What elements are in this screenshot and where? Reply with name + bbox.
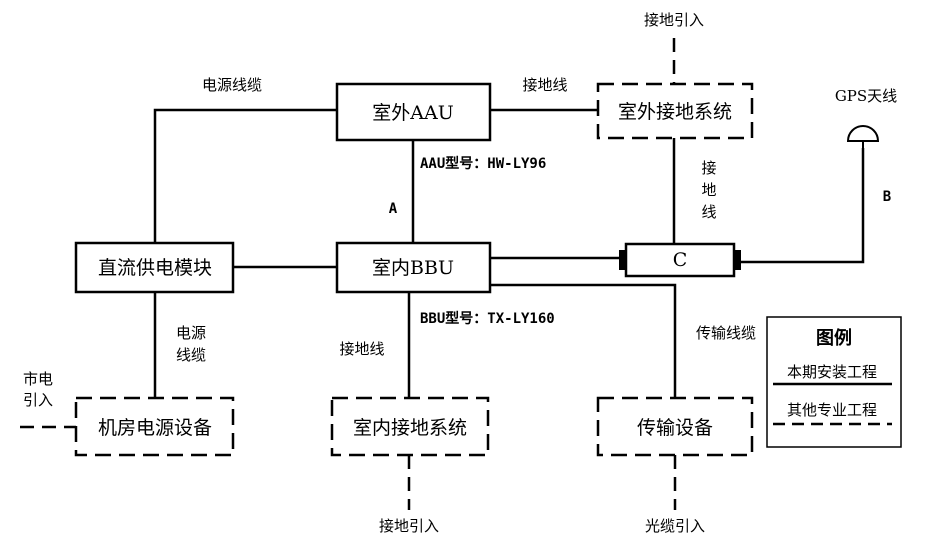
label-transmission-cable: 传输线缆: [696, 324, 756, 342]
box-transmission: [596, 396, 754, 457]
legend-solid-label: 本期安装工程: [787, 363, 877, 381]
box-aau: [335, 82, 492, 142]
label-ground-wire-mid: 接地线: [339, 340, 384, 358]
connector-caps: [619, 250, 741, 270]
box-room-power-label: 机房电源设备: [98, 417, 212, 439]
box-dc-power: [74, 241, 235, 294]
label-mains-in-2: 引入: [23, 391, 53, 409]
legend-title: 图例: [816, 327, 852, 349]
label-gps-antenna: GPS天线: [835, 87, 897, 105]
label-ground-in-bottom: 接地引入: [379, 517, 439, 535]
label-mains-in-1: 市电: [23, 370, 53, 388]
external-lines: [20, 38, 677, 510]
box-bbu-label: 室内BBU: [372, 257, 454, 279]
box-c-label: C: [673, 249, 688, 271]
legend-dashed-label: 其他专业工程: [787, 401, 877, 419]
box-indoor-ground: [330, 396, 490, 457]
dashed-boxes: [74, 82, 754, 457]
line-c-gps: [740, 148, 865, 264]
solid-boxes: [74, 82, 736, 294]
label-link-a: A: [389, 201, 398, 217]
line-bbu-transmission: [490, 283, 677, 398]
label-power-cable-mid-2: 线缆: [176, 346, 206, 364]
connector-cap-right: [733, 250, 741, 270]
box-aau-label: 室外AAU: [372, 102, 453, 124]
box-labels: 室外AAU 室外接地系统 直流供电模块 室内BBU C 机房电源设备 室内接地系…: [98, 101, 732, 439]
label-ground-wire-v3: 线: [701, 203, 716, 221]
label-bbu-model: BBU型号：TX-LY160: [420, 310, 555, 327]
label-ground-wire-v1: 接: [701, 159, 716, 177]
label-link-b: B: [883, 189, 891, 205]
connector-cap-left: [619, 250, 627, 270]
line-labels: 接地引入 电源线缆 接地线 GPS天线 AAU型号：HW-LY96 A 接 地 …: [23, 11, 897, 535]
label-power-cable-top: 电源线缆: [202, 76, 262, 94]
box-dc-power-label: 直流供电模块: [98, 257, 212, 279]
box-room-power: [74, 396, 235, 457]
legend: 图例 本期安装工程 其他专业工程: [766, 316, 902, 448]
label-ground-wire-top: 接地线: [522, 76, 567, 94]
label-aau-model: AAU型号：HW-LY96: [420, 155, 546, 172]
label-power-cable-mid-1: 电源: [176, 324, 206, 342]
label-ground-in-top: 接地引入: [644, 11, 704, 29]
box-bbu: [335, 241, 492, 294]
line-aau-dc-power: [153, 108, 337, 243]
label-ground-wire-v2: 地: [701, 181, 716, 199]
legend-frame: [766, 316, 902, 448]
box-outdoor-ground-label: 室外接地系统: [618, 101, 732, 123]
box-outdoor-ground: [596, 82, 754, 140]
gps-antenna-icon: [846, 125, 880, 150]
box-transmission-label: 传输设备: [637, 417, 713, 439]
box-indoor-ground-label: 室内接地系统: [353, 417, 467, 439]
connection-lines: [153, 108, 865, 398]
label-fiber-in: 光缆引入: [645, 517, 705, 535]
